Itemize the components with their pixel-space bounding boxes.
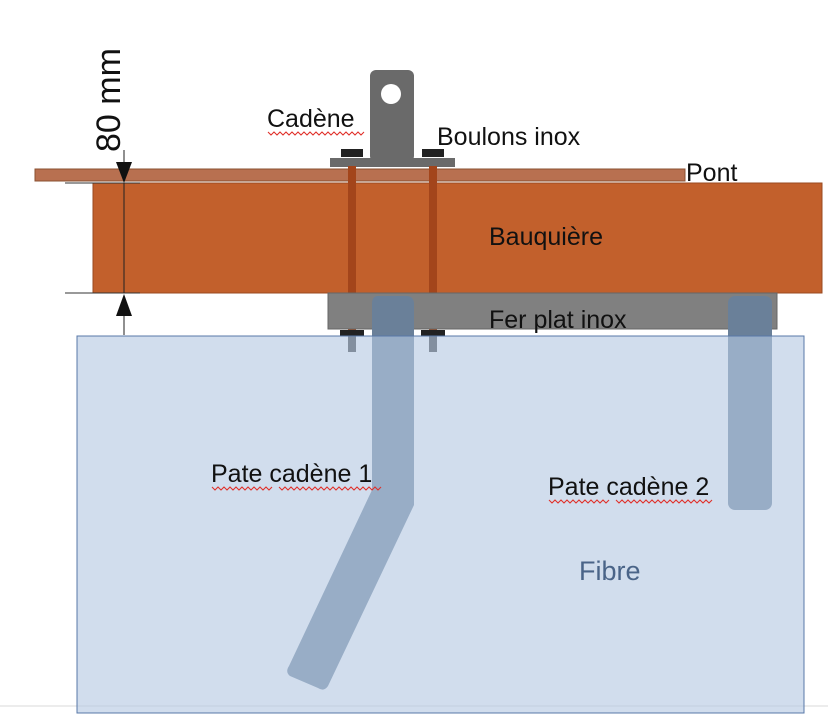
nut-top-left xyxy=(341,149,363,157)
nut-bottom-right xyxy=(421,330,445,336)
label-boulons: Boulons inox xyxy=(437,123,581,151)
spellcheck-cadene xyxy=(267,131,365,136)
label-pate-1: Pate cadène 1 xyxy=(211,460,372,488)
spellcheck-pate-1 xyxy=(211,486,273,491)
label-pate-2: Pate cadène 2 xyxy=(548,473,709,501)
label-fer-plat: Fer plat inox xyxy=(489,306,627,334)
nut-top-right xyxy=(422,149,444,157)
bolt-left xyxy=(348,166,356,338)
spellcheck-pate-2 xyxy=(548,499,610,504)
spellcheck-cadene-1 xyxy=(278,486,382,491)
dim-arrow-down xyxy=(116,162,132,183)
spellcheck-cadene-2 xyxy=(615,499,713,504)
bauquiere-beam xyxy=(92,182,823,294)
cadene-base-plate xyxy=(330,158,455,167)
label-fibre: Fibre xyxy=(579,556,641,586)
dim-arrow-up xyxy=(116,294,132,316)
pont-deck xyxy=(34,168,686,182)
label-bauquiere: Bauquière xyxy=(489,223,603,251)
nut-bottom-left xyxy=(340,330,364,336)
dimension-label: 80 mm xyxy=(90,48,128,152)
label-cadene: Cadène xyxy=(267,105,355,133)
bolt-right xyxy=(429,166,437,338)
fibre-hull xyxy=(76,335,805,714)
label-pont: Pont xyxy=(686,159,737,187)
cadene-tongue xyxy=(370,70,414,162)
cadene-hole xyxy=(381,84,401,104)
